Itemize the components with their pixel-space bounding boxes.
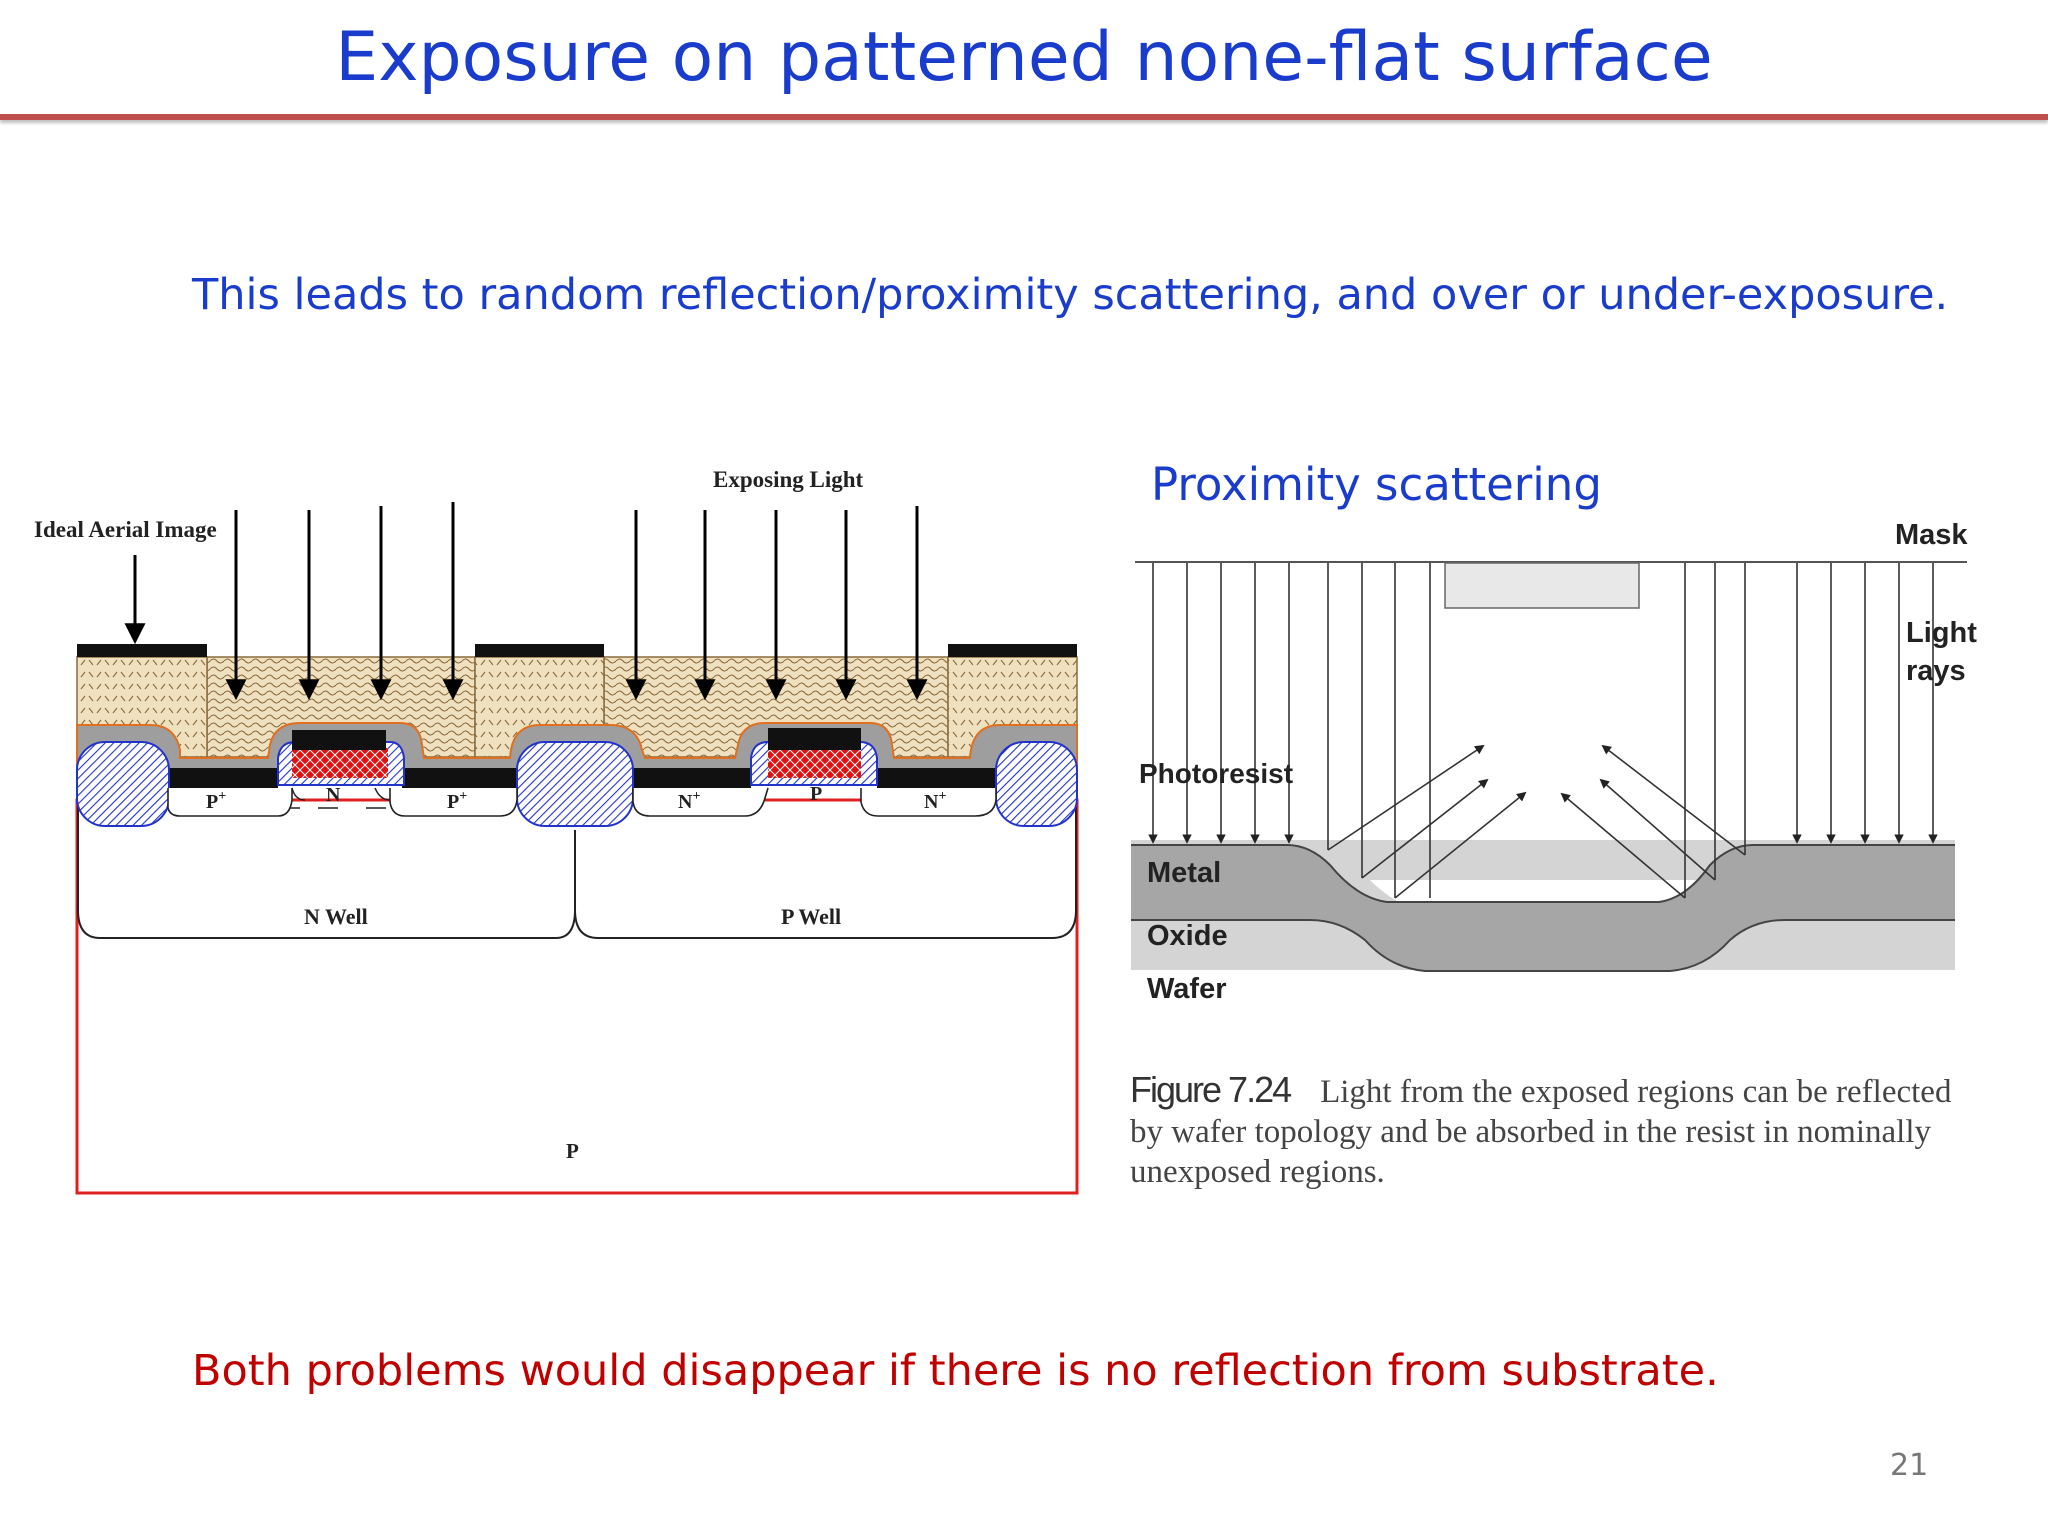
p-plus-label-2: P+ [447,789,467,813]
oxide-label: Oxide [1147,920,1228,952]
n-label: N [326,784,341,806]
proximity-scattering-diagram: Mask Light rays Photoresist Metal Oxide … [1131,519,1977,1005]
mask-block-3 [948,644,1077,657]
mask-label: Mask [1895,519,1968,551]
figure-caption-text: Light from the exposed regions can be re… [1130,1074,1952,1190]
slide-subtitle: This leads to random reflection/proximit… [192,270,1949,320]
n-plus-label-1: N+ [678,789,700,813]
isolation-oxide-1 [76,741,170,827]
conclusion-text: Both problems would disappear if there i… [192,1346,1719,1396]
diffusion-3 [632,787,769,817]
silicide-2 [402,768,517,788]
oxide-bottom-edge [1131,919,1955,972]
metal-top-edge [1131,844,1955,903]
p-plus-label-1: P+ [206,789,226,813]
proximity-heading: Proximity scattering [1151,458,1602,511]
channel-marks-left [290,787,391,809]
exposing-light-label: Exposing Light [713,467,864,492]
ideal-aerial-image-label: Ideal Aerial Image [34,517,217,542]
n-well-label: N Well [304,904,368,929]
reflected-rays [1327,563,1746,899]
mask-block-2 [475,644,604,657]
p-substrate [75,798,1079,1195]
figure-number: Figure 7.24 [1130,1069,1292,1110]
diffusion-4 [860,788,997,817]
light-rays-label-line2: rays [1906,655,1966,687]
cmos-cross-section-diagram: Ideal Aerial Image Exposing Light P+ N P… [34,467,1079,1195]
gate-cap-right [768,728,861,750]
diffusion-1 [167,788,293,817]
metal-label: Metal [1147,857,1221,889]
gate-poly-right [768,748,861,778]
p-well-label: P Well [781,904,841,929]
silicide-3 [633,768,751,788]
n-plus-label-2: N+ [924,789,946,813]
exposing-light-arrows [225,502,928,701]
title-divider [0,114,2048,120]
light-rays [1148,563,1938,844]
silicide-1 [168,768,278,788]
isolation-oxide-3 [995,741,1078,827]
isolation-oxide-2 [516,741,634,827]
gate-poly-left [292,748,388,778]
p-well-outline [574,770,1077,939]
gate-cap-left [292,730,386,750]
slide-title: Exposure on patterned none-flat surface [335,18,1713,97]
light-rays-label-line1: Light [1906,617,1977,649]
diffusion-2 [389,788,518,817]
photoresist-label: Photoresist [1139,758,1293,789]
silicide-4 [877,768,997,788]
p-label: P [810,783,822,805]
p-substrate-label: P [566,1139,579,1163]
page-number: 21 [1890,1448,1929,1483]
wafer-label: Wafer [1147,973,1227,1005]
n-well-outline [77,770,576,939]
mask-block-1 [77,644,207,657]
metal-layer [1131,845,1955,971]
mask-opaque-region [1444,562,1640,609]
